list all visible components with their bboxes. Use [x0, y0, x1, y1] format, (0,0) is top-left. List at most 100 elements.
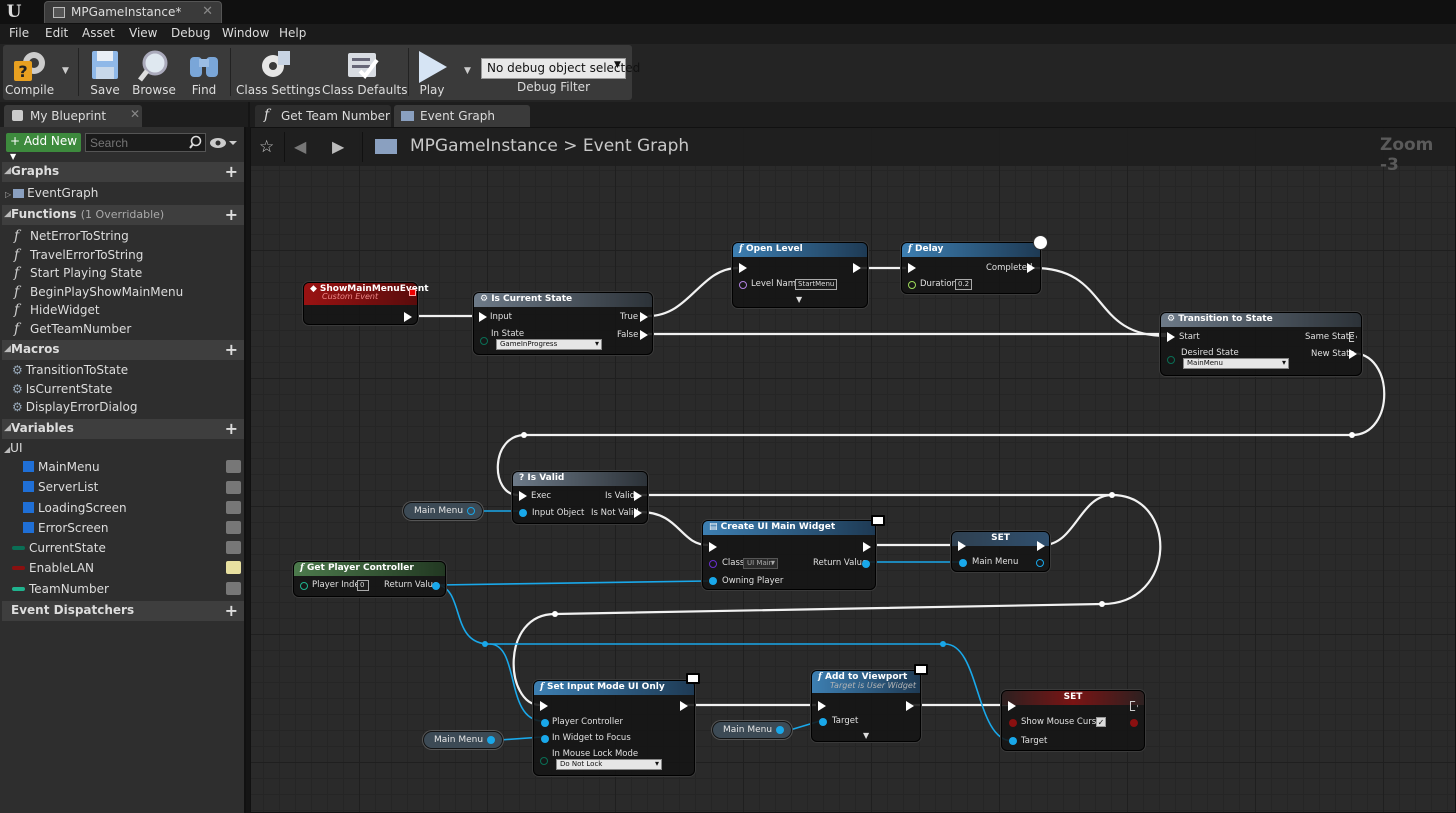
visibility-toggle-icon[interactable] — [226, 501, 241, 514]
search-input[interactable] — [85, 133, 206, 152]
exec-out-new-state-pin[interactable] — [1349, 349, 1357, 359]
debug-object-select[interactable]: No debug object selected — [481, 58, 640, 79]
list-item-variable[interactable]: ServerList — [23, 480, 98, 494]
exec-out-pin[interactable] — [906, 701, 914, 711]
main-menu-getter[interactable]: Main Menu — [403, 502, 483, 520]
object-in-pin[interactable] — [541, 719, 549, 727]
object-out-pin[interactable] — [776, 726, 784, 734]
level-name-field[interactable]: StartMenu — [795, 279, 837, 290]
add-new-button[interactable]: + Add New ▼ — [6, 133, 81, 161]
expand-arrow-icon[interactable]: ▼ — [796, 295, 803, 304]
object-in-pin[interactable] — [519, 509, 527, 517]
play-options-icon[interactable]: ▼ — [464, 66, 471, 76]
exec-in-pin[interactable] — [958, 541, 966, 551]
list-item-variable[interactable]: MainMenu — [23, 460, 100, 474]
expand-arrow-icon[interactable]: ▼ — [863, 731, 870, 740]
add-macro-button[interactable]: + — [224, 340, 238, 359]
enum-in-pin[interactable] — [540, 757, 548, 765]
add-graph-button[interactable]: + — [224, 162, 238, 181]
exec-out-pin[interactable] — [1037, 541, 1045, 551]
exec-in-pin[interactable] — [739, 263, 747, 273]
list-item-variable[interactable]: EnableLAN — [12, 561, 94, 575]
tab-get-team-number[interactable]: f Get Team Number — [255, 105, 391, 127]
variable-category-ui[interactable]: ◢UI — [4, 441, 22, 455]
compile-options-icon[interactable]: ▼ — [62, 66, 69, 76]
add-variable-button[interactable]: + — [224, 419, 238, 438]
main-menu-getter[interactable]: Main Menu — [712, 721, 792, 739]
class-settings-button[interactable]: Class Settings — [236, 46, 321, 97]
node-open-level[interactable]: f Open Level Level Name StartMenu ▼ — [732, 242, 868, 308]
exec-in-pin[interactable] — [519, 491, 527, 501]
object-in-pin[interactable] — [709, 577, 717, 585]
object-out-pin[interactable] — [862, 560, 870, 568]
object-in-pin[interactable] — [541, 735, 549, 743]
node-add-to-viewport[interactable]: f Add to Viewport Target is User Widget … — [811, 664, 928, 742]
node-show-main-menu-event[interactable]: ◆ShowMainMenuEvent Custom Event — [303, 282, 429, 325]
exec-out-false-pin[interactable] — [640, 330, 648, 340]
close-icon[interactable]: ✕ — [130, 107, 141, 121]
add-dispatcher-button[interactable]: + — [224, 601, 238, 620]
list-item-variable[interactable]: LoadingScreen — [23, 501, 127, 515]
exec-in-pin[interactable] — [479, 312, 487, 322]
node-get-player-controller[interactable]: f Get Player Controller Player Index 0 R… — [293, 561, 446, 597]
object-out-pin[interactable] — [487, 736, 495, 744]
exec-in-pin[interactable] — [818, 701, 826, 711]
exec-in-pin[interactable] — [1167, 332, 1175, 342]
node-delay[interactable]: f Delay Completed Duration 0.2 — [901, 235, 1048, 294]
exec-out-same-state-pin[interactable] — [1349, 332, 1357, 342]
node-set-show-mouse-cursor[interactable]: SET Show Mouse Cursor ✓ Target — [1001, 690, 1145, 751]
list-item-variable[interactable]: ErrorScreen — [23, 521, 109, 535]
exec-out-is-not-valid-pin[interactable] — [634, 508, 642, 518]
delegate-pin[interactable] — [409, 289, 416, 296]
exec-out-pin[interactable] — [853, 263, 861, 273]
list-item-macro[interactable]: ⚙DisplayErrorDialog — [12, 400, 137, 414]
bool-out-pin[interactable] — [1130, 719, 1138, 727]
desired-state-dropdown[interactable]: MainMenu — [1183, 358, 1289, 369]
class-defaults-button[interactable]: Class Defaults — [322, 46, 407, 97]
float-in-pin[interactable] — [908, 281, 916, 289]
tab-event-graph[interactable]: Event Graph — [394, 105, 530, 127]
visibility-toggle-icon[interactable] — [226, 541, 241, 554]
event-dispatchers-section-header[interactable]: Event Dispatchers+ — [2, 601, 244, 621]
object-in-pin[interactable] — [1009, 737, 1017, 745]
compile-button[interactable]: ? Compile — [5, 46, 54, 97]
exec-in-pin[interactable] — [908, 263, 916, 273]
macros-section-header[interactable]: ◢Macros+ — [2, 340, 244, 360]
list-item-variable[interactable]: TeamNumber — [12, 582, 109, 596]
tab-my-blueprint[interactable]: My Blueprint ✕ — [4, 105, 142, 127]
list-item-variable[interactable]: CurrentState — [12, 541, 106, 555]
int-in-pin[interactable] — [300, 582, 308, 590]
node-transition-to-state[interactable]: ⚙ Transition to State Start Same State D… — [1160, 312, 1362, 376]
eye-icon[interactable] — [226, 561, 241, 574]
node-is-valid[interactable]: ? Is Valid Exec Is Valid Input Object Is… — [512, 471, 648, 524]
menu-window[interactable]: Window — [222, 26, 270, 40]
list-item-macro[interactable]: ⚙TransitionToState — [12, 363, 128, 377]
node-is-current-state[interactable]: ⚙ Is Current State Input True In State F… — [473, 292, 653, 355]
enum-in-pin[interactable] — [1167, 356, 1175, 364]
node-set-main-menu[interactable]: SET Main Menu — [951, 531, 1050, 572]
duration-field[interactable]: 0.2 — [955, 279, 972, 290]
class-dropdown[interactable]: UI Main — [743, 558, 778, 569]
visibility-toggle-icon[interactable] — [226, 521, 241, 534]
object-in-pin[interactable] — [959, 559, 967, 567]
object-out-pin[interactable] — [1036, 559, 1044, 567]
find-button[interactable]: Find — [184, 46, 224, 97]
enum-in-pin[interactable] — [480, 337, 488, 345]
node-set-input-mode-ui-only[interactable]: f Set Input Mode UI Only Player Controll… — [533, 673, 700, 776]
list-item-macro[interactable]: ⚙IsCurrentState — [12, 382, 112, 396]
main-menu-getter[interactable]: Main Menu — [423, 731, 503, 749]
menu-asset[interactable]: Asset — [82, 26, 115, 40]
menu-view[interactable]: View — [129, 26, 158, 40]
node-create-ui-main-widget[interactable]: ▤ Create UI Main Widget Class UI Main Re… — [702, 515, 885, 590]
exec-in-pin[interactable] — [540, 701, 548, 711]
player-index-field[interactable]: 0 — [357, 580, 369, 591]
play-button[interactable]: Play — [412, 46, 452, 97]
object-out-pin[interactable] — [467, 507, 475, 515]
functions-section-header[interactable]: ◢Functions (1 Overridable)+ — [2, 205, 244, 225]
breadcrumb-root[interactable]: MPGameInstance — [410, 136, 558, 156]
forward-arrow-icon[interactable]: ▶ — [332, 137, 345, 156]
